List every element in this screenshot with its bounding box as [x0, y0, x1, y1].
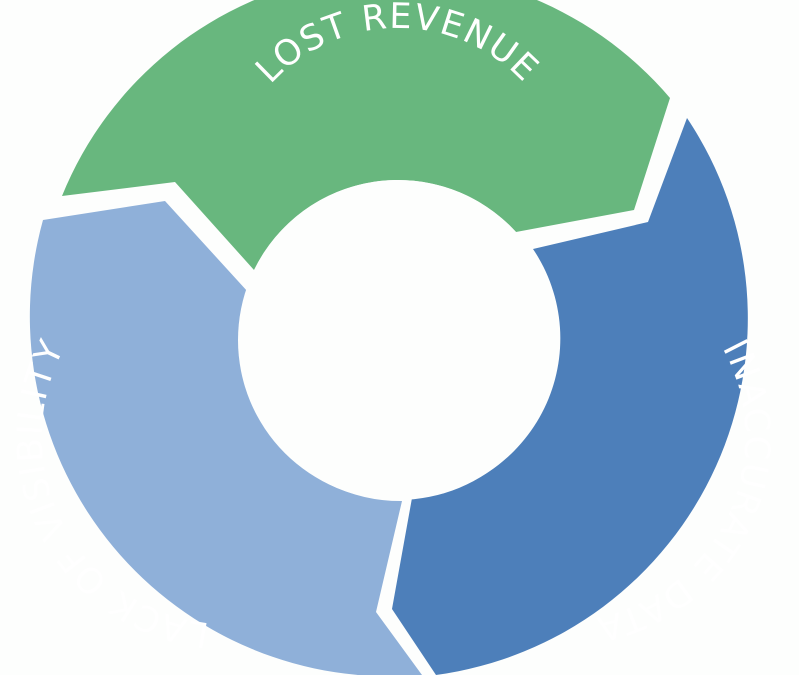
segment-inaccurate-data — [392, 118, 748, 675]
segment-lack-of-visibility — [29, 201, 422, 675]
segment-lost-revenue — [62, 0, 670, 270]
center-hole — [238, 180, 558, 500]
